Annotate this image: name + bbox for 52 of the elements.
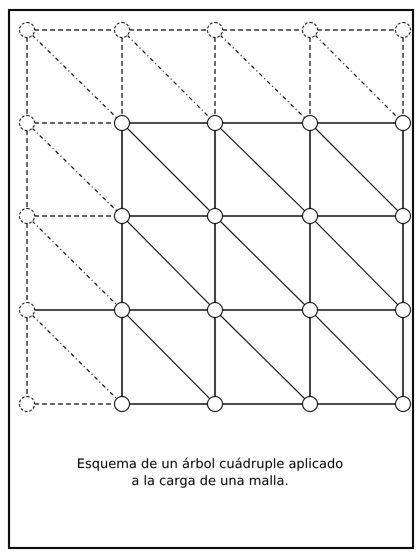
- grid-line: [222, 403, 303, 405]
- grid-line: [26, 130, 28, 209]
- caption: Esquema de un árbol cuádruple aplicado a la carga de una malla.: [76, 456, 344, 490]
- diagonal-line: [220, 314, 306, 400]
- grid-line: [317, 29, 396, 31]
- diagonal-line: [32, 220, 118, 306]
- grid-line: [317, 309, 396, 311]
- grid-line: [129, 122, 208, 124]
- grid-line: [222, 309, 303, 311]
- grid-line: [214, 223, 216, 303]
- grid-line: [309, 317, 311, 397]
- grid-line: [402, 223, 404, 303]
- diagonal-line: [314, 314, 398, 400]
- grid-line: [214, 317, 216, 397]
- grid-line: [34, 309, 115, 311]
- grid-line: [129, 309, 208, 311]
- grid-line: [121, 317, 123, 397]
- grid-line: [121, 37, 123, 116]
- diagonal-line: [314, 34, 398, 118]
- grid-line: [222, 215, 303, 217]
- diagonal-line: [32, 34, 118, 119]
- diagonal-line: [32, 127, 118, 212]
- grid-line: [129, 215, 208, 217]
- diagonal-line: [126, 128, 210, 212]
- diagonal-line: [126, 34, 210, 118]
- grid-line: [309, 130, 311, 209]
- diagonal-line: [314, 220, 398, 306]
- diagonal-line: [314, 128, 398, 212]
- grid-line: [129, 403, 208, 405]
- grid-line: [222, 122, 303, 124]
- diagonal-line: [126, 314, 210, 400]
- diagonal-line: [32, 314, 118, 400]
- grid-line: [317, 215, 396, 217]
- diagonal-line: [220, 34, 306, 119]
- grid-line: [121, 223, 123, 303]
- grid-line: [26, 317, 28, 397]
- grid-line: [317, 122, 396, 124]
- grid-line: [317, 403, 396, 405]
- diagonal-line: [126, 220, 210, 306]
- grid-line: [26, 37, 28, 116]
- grid-line: [309, 37, 311, 116]
- grid-line: [402, 317, 404, 397]
- grid-line: [402, 130, 404, 209]
- grid-line: [214, 37, 216, 116]
- diagonal-line: [220, 220, 306, 306]
- diagonal-line: [220, 128, 306, 212]
- grid-line: [402, 37, 404, 116]
- grid-line: [121, 130, 123, 209]
- grid-line: [129, 29, 208, 31]
- grid-line: [26, 223, 28, 303]
- grid-line: [309, 223, 311, 303]
- grid-line: [214, 130, 216, 209]
